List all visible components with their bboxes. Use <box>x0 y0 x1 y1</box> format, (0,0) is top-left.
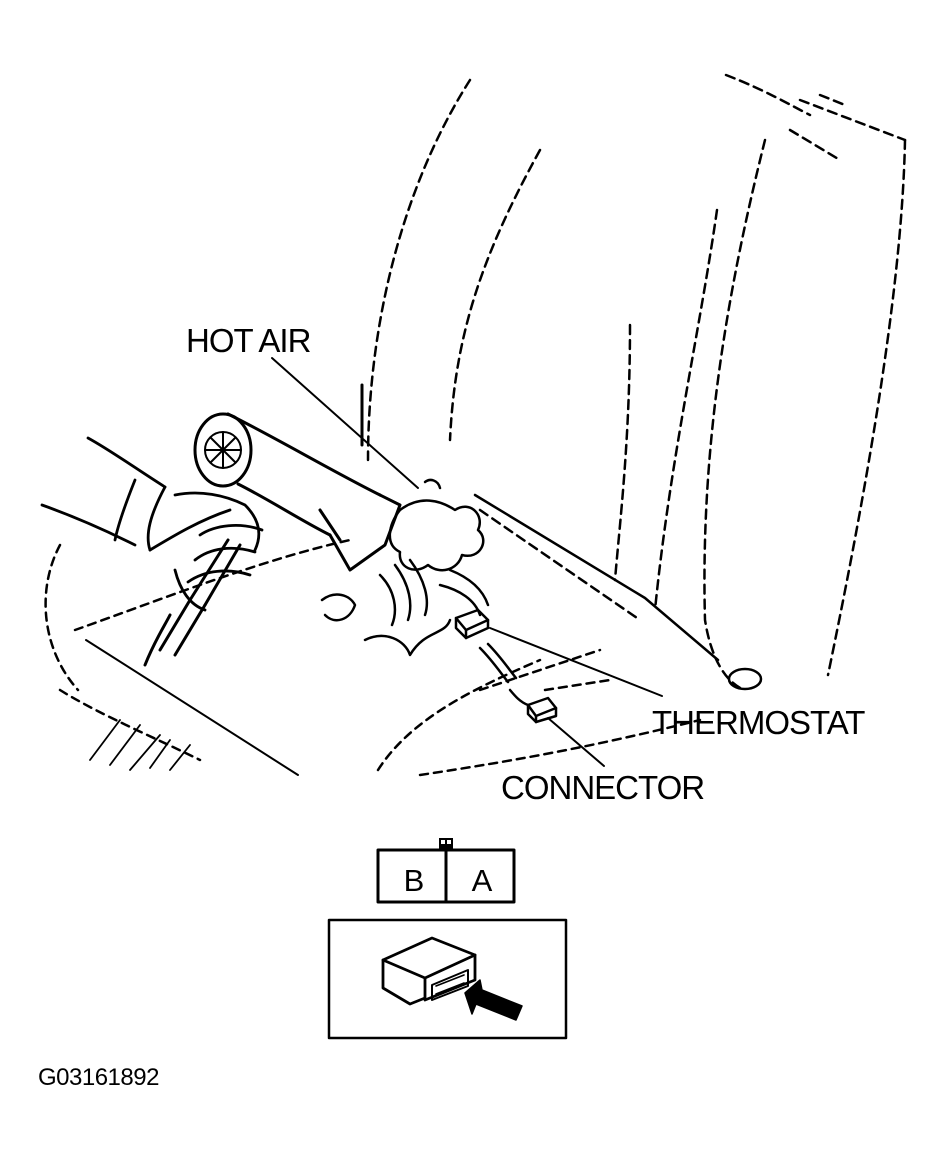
connector-leader <box>547 717 605 767</box>
thermostat-part <box>454 608 518 684</box>
hot-air-label: HOT AIR <box>186 322 311 359</box>
connector-label: CONNECTOR <box>501 769 705 806</box>
connector-face-box <box>376 838 516 904</box>
leader-lines <box>271 357 663 767</box>
seat-back-bottom-knob <box>727 667 763 691</box>
arrow-icon <box>464 979 523 1021</box>
connector-pin-b-label: B <box>403 863 425 898</box>
cushion-hatching <box>89 719 191 771</box>
seat-cushion-outline <box>44 493 720 777</box>
figure-id: G03161892 <box>38 1064 159 1091</box>
seat-back-outline <box>366 73 907 692</box>
hair-dryer-icon <box>143 412 402 667</box>
thermostat-label: THERMOSTAT <box>652 704 865 741</box>
connector-part <box>508 688 558 724</box>
connector-pin-a-label: A <box>471 863 493 898</box>
connector-3d-icon <box>381 936 477 1006</box>
thermostat-leader <box>489 627 663 697</box>
arm-and-hand <box>40 436 264 612</box>
hot-air-leader <box>271 357 419 489</box>
connector-view-inset <box>327 918 568 1040</box>
